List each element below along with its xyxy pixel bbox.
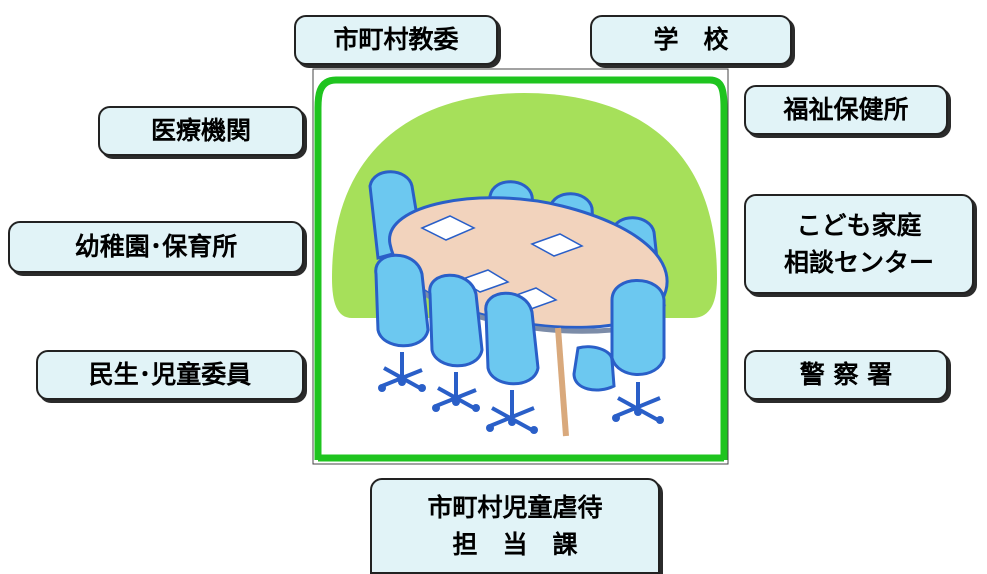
image-frame <box>312 68 729 465</box>
box-kindergarten-nursery: 幼稚園･保育所 <box>8 221 304 273</box>
front-chairs <box>374 253 666 392</box>
box-label-line-2: 相談センター <box>783 248 934 277</box>
box-label-line-1: こども家庭 <box>796 210 922 240</box>
box-welfare-commissioners: 民生･児童委員 <box>36 350 304 400</box>
box-label: 警 察 署 <box>799 360 893 390</box>
meeting-room-icon <box>312 68 729 465</box>
frame-bracket-left <box>314 76 337 460</box>
chair-casters <box>378 378 664 434</box>
box-police-station: 警 察 署 <box>744 350 948 400</box>
table-leg <box>555 327 569 437</box>
box-label: 福祉保健所 <box>783 95 909 125</box>
frame-bracket-right <box>612 76 728 460</box>
box-label-line-2: 担 当 課 <box>452 530 578 559</box>
box-label: 民生･児童委員 <box>88 360 252 390</box>
box-welfare-health-center: 福祉保健所 <box>744 85 948 135</box>
box-label-line-1: 市町村児童虐待 <box>427 492 603 522</box>
box-label: 医療機関 <box>150 116 251 146</box>
box-city-board-of-education: 市町村教委 <box>294 15 498 65</box>
box-label: 学 校 <box>653 25 729 55</box>
box-school: 学 校 <box>590 15 792 65</box>
box-city-child-abuse-section: 市町村児童虐待 担 当 課 <box>370 478 660 574</box>
box-label: 幼稚園･保育所 <box>74 232 238 262</box>
box-medical-institution: 医療機関 <box>98 106 304 156</box>
box-child-family-center: こども家庭 相談センター <box>744 194 974 294</box>
box-label: 市町村教委 <box>333 25 459 55</box>
